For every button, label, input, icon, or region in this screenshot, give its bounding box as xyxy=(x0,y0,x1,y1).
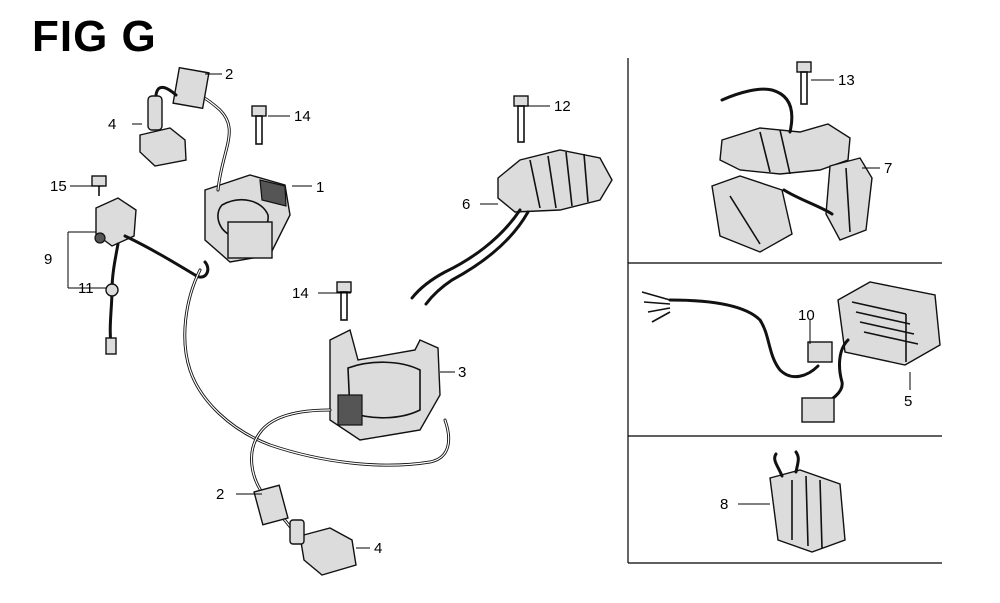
spark-plug-cap-upper xyxy=(139,95,187,167)
callout-10: 10 xyxy=(798,307,815,324)
callout-14-mid: 14 xyxy=(292,285,309,302)
callout-1: 1 xyxy=(316,179,324,196)
figure-title: FIG G xyxy=(32,12,157,61)
callout-7: 7 xyxy=(884,160,892,177)
inset-panels xyxy=(627,58,942,564)
ignition-coil-upper xyxy=(204,174,291,263)
charge-coil xyxy=(410,149,613,306)
spark-plug-cap-lower xyxy=(289,519,357,576)
callout-13: 13 xyxy=(838,72,855,89)
callout-11: 11 xyxy=(78,280,94,297)
high-tension-lead-lower xyxy=(250,408,332,542)
callout-4-bottom: 4 xyxy=(374,540,382,557)
bolt-12 xyxy=(513,95,529,143)
callout-15: 15 xyxy=(50,178,67,195)
wiring-harness-10 xyxy=(641,291,833,379)
callout-8: 8 xyxy=(720,496,728,513)
ignition-coil-lower xyxy=(329,328,441,441)
bolt-13 xyxy=(796,61,812,105)
rectifier-small xyxy=(769,450,846,553)
high-tension-lead-upper xyxy=(154,66,231,192)
callout-2-top: 2 xyxy=(225,66,233,83)
callout-3: 3 xyxy=(458,364,466,381)
stator-assembly xyxy=(711,87,873,253)
engine-switch xyxy=(94,197,210,355)
callout-2-bottom: 2 xyxy=(216,486,224,503)
callout-9: 9 xyxy=(44,251,52,268)
callout-12: 12 xyxy=(554,98,571,115)
callout-4-top: 4 xyxy=(108,116,116,133)
callout-labels: 1 2 2 3 4 4 5 6 7 8 9 10 11 12 13 14 14 … xyxy=(44,66,912,557)
callout-14-top: 14 xyxy=(294,108,311,125)
bolt-14-mid xyxy=(336,281,352,321)
bolt-14-top xyxy=(251,105,267,145)
leader-lines xyxy=(67,73,911,549)
main-harness-wire xyxy=(183,268,451,467)
regulator-rectifier xyxy=(801,281,941,423)
callout-6: 6 xyxy=(462,196,470,213)
callout-5: 5 xyxy=(904,393,912,410)
